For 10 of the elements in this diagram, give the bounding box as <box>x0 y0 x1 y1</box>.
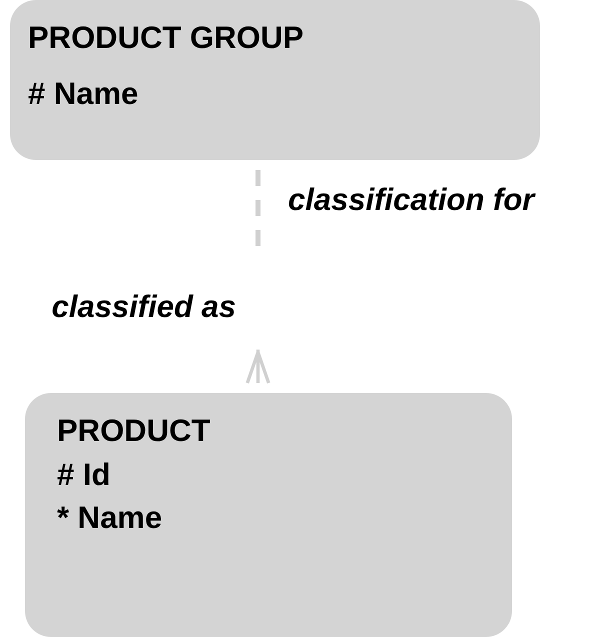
attribute: # Name <box>28 76 138 112</box>
role-label: classified as <box>50 288 236 326</box>
entity-name: PRODUCT <box>57 413 210 449</box>
attribute: * Name <box>57 500 162 536</box>
entity-box <box>25 393 512 637</box>
relationship-line <box>246 170 270 385</box>
entity-name: PRODUCT GROUP <box>28 20 304 56</box>
attribute: # Id <box>57 456 110 492</box>
role-label: classification for <box>288 181 537 219</box>
entity-box <box>10 0 540 160</box>
